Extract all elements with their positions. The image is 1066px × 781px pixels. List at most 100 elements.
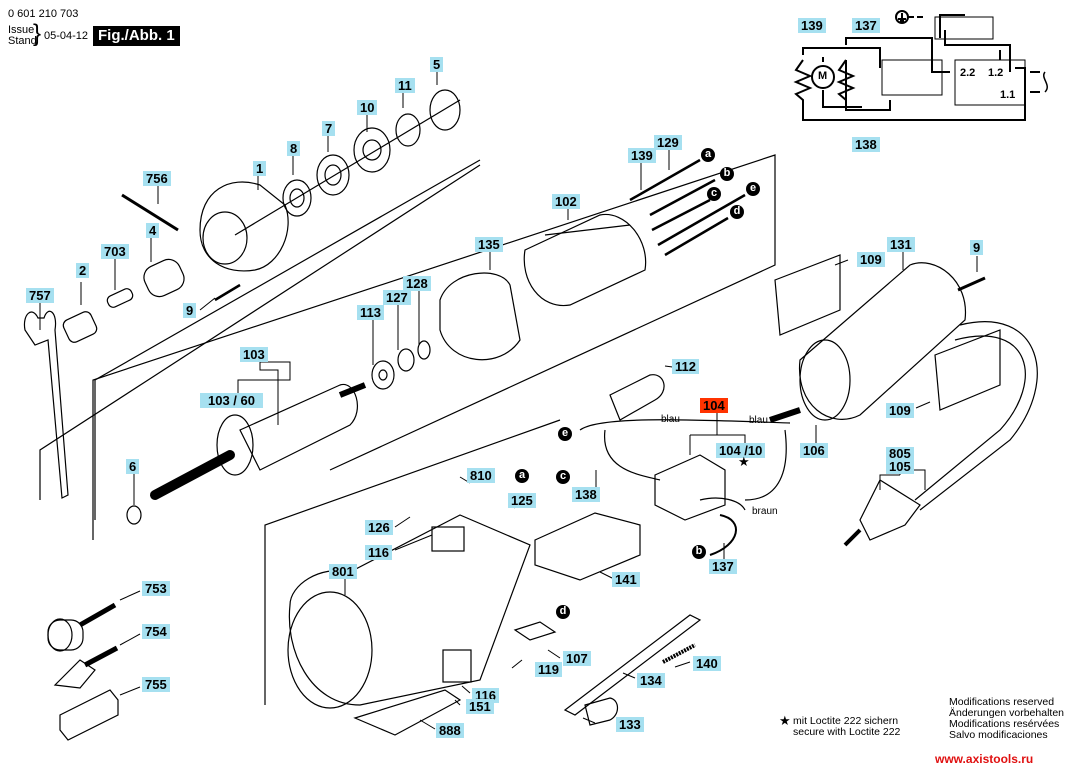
wire-ref-d-lower: d: [556, 605, 570, 619]
part-number: 0 601 210 703: [8, 8, 79, 20]
callout-103-60[interactable]: 103 / 60: [200, 393, 263, 408]
callout-754[interactable]: 754: [142, 624, 170, 639]
callout-6[interactable]: 6: [126, 459, 140, 474]
callout-810[interactable]: 810: [467, 468, 495, 483]
callout-755[interactable]: 755: [142, 677, 170, 692]
switch-104: [654, 454, 726, 521]
callout-131[interactable]: 131: [887, 237, 915, 252]
callout-126[interactable]: 126: [365, 520, 393, 535]
schematic-label-139: 139: [798, 18, 826, 33]
brace-symbol: }: [33, 20, 42, 47]
sleeve-4: [143, 258, 185, 298]
callout-756[interactable]: 756: [143, 171, 171, 186]
callout-116-top[interactable]: 116: [365, 545, 392, 560]
callout-11[interactable]: 11: [395, 78, 415, 93]
callout-757[interactable]: 757: [26, 288, 54, 303]
wire-ref-e-switch: e: [558, 427, 572, 441]
callout-113[interactable]: 113: [357, 305, 384, 320]
terminal-1-2: 1.2: [988, 67, 1004, 79]
callout-102[interactable]: 102: [552, 194, 580, 209]
clip-128: [417, 340, 431, 360]
armature-103: [150, 382, 367, 500]
wire-ref-a-top: a: [701, 148, 715, 162]
terminal-1-1: 1.1: [1000, 89, 1016, 101]
callout-105[interactable]: 105: [886, 460, 914, 474]
callout-140[interactable]: 140: [693, 656, 721, 671]
button-133: [584, 697, 619, 726]
callout-1[interactable]: 1: [253, 161, 267, 176]
callout-9-top[interactable]: 9: [183, 303, 197, 318]
callout-134[interactable]: 134: [637, 673, 665, 688]
callout-139[interactable]: 139: [628, 148, 656, 163]
wire-ref-a-lower: a: [515, 469, 529, 483]
callout-703[interactable]: 703: [101, 244, 129, 259]
wire-ref-b-top: b: [720, 167, 734, 181]
wire-ref-e-top: e: [746, 182, 760, 196]
loctite-note-de: mit Loctite 222 sichern: [793, 715, 899, 727]
callout-133[interactable]: 133: [616, 717, 644, 732]
callout-106[interactable]: 106: [800, 443, 828, 458]
callout-151[interactable]: 151: [466, 699, 494, 714]
brush-holder-116: [431, 526, 472, 683]
wire-ref-c-switch: c: [556, 470, 570, 484]
loctite-note-en: secure with Loctite 222: [793, 726, 901, 738]
terminal-2-2: 2.2: [960, 67, 976, 79]
mod-line-es: Salvo modificaciones: [949, 729, 1048, 741]
callout-10[interactable]: 10: [357, 100, 378, 115]
callout-138[interactable]: 138: [572, 487, 600, 502]
callout-129[interactable]: 129: [654, 135, 682, 150]
callout-753[interactable]: 753: [142, 581, 170, 596]
flange-1: [199, 181, 289, 272]
issue-date: 05-04-12: [44, 30, 89, 42]
schematic-label-138: 138: [852, 137, 880, 152]
callout-127[interactable]: 127: [383, 290, 411, 305]
callout-104[interactable]: 104: [700, 398, 728, 413]
cord-805: [843, 321, 1038, 547]
callout-112[interactable]: 112: [672, 359, 699, 374]
callout-104-10[interactable]: 104 /10: [716, 443, 766, 458]
callout-107[interactable]: 107: [563, 651, 591, 666]
bearing-113: [371, 360, 395, 390]
callout-109-bottom[interactable]: 109: [886, 403, 914, 418]
wire-label-braun: braun: [752, 506, 778, 517]
callout-9-right[interactable]: 9: [970, 240, 984, 255]
spring-140: [662, 643, 696, 664]
callout-5[interactable]: 5: [430, 57, 444, 72]
wire-label-blau-right: blau: [749, 415, 768, 426]
callout-7[interactable]: 7: [322, 121, 336, 136]
callout-4[interactable]: 4: [146, 223, 160, 238]
frame-top-section: [39, 159, 481, 520]
callout-135[interactable]: 135: [475, 237, 503, 252]
callout-2[interactable]: 2: [76, 263, 90, 278]
leader-lines: [39, 70, 978, 730]
mod-line-de: Änderungen vorbehalten: [949, 707, 1065, 719]
dressing-stone-755: [59, 689, 119, 741]
callout-125[interactable]: 125: [508, 493, 536, 508]
callout-137[interactable]: 137: [709, 559, 737, 574]
wire-ref-b-switch: b: [692, 545, 706, 559]
callout-805[interactable]: 805: [886, 447, 914, 461]
screw-9b: [957, 276, 986, 292]
electronics-141: [534, 512, 641, 581]
wire-ref-d-top: d: [730, 205, 744, 219]
callout-801[interactable]: 801: [329, 564, 357, 579]
issue-label: Issue: [8, 24, 35, 36]
callout-119[interactable]: 119: [535, 662, 562, 677]
callout-8[interactable]: 8: [287, 141, 301, 156]
frame-lower-section: [264, 419, 561, 705]
callout-128[interactable]: 128: [403, 276, 431, 291]
modifications-notice: Modifications reserved Änderungen vorbeh…: [949, 697, 1064, 741]
wire-label-blau-left: blau: [661, 414, 680, 425]
mod-line-en: Modifications reserved: [949, 696, 1055, 708]
stand-label: Stand: [8, 35, 37, 47]
slider-134: [563, 614, 702, 716]
website-link[interactable]: www.axistools.ru: [935, 752, 1034, 766]
frame-middle-section: [92, 154, 776, 540]
mod-line-fr: Modifications resérvées: [949, 718, 1060, 730]
callout-109-top[interactable]: 109: [857, 252, 885, 267]
callout-141[interactable]: 141: [612, 572, 640, 587]
star-icon: ★: [779, 713, 791, 728]
fan-guide-135: [439, 272, 521, 361]
callout-888[interactable]: 888: [436, 723, 464, 738]
callout-103[interactable]: 103: [240, 347, 268, 362]
